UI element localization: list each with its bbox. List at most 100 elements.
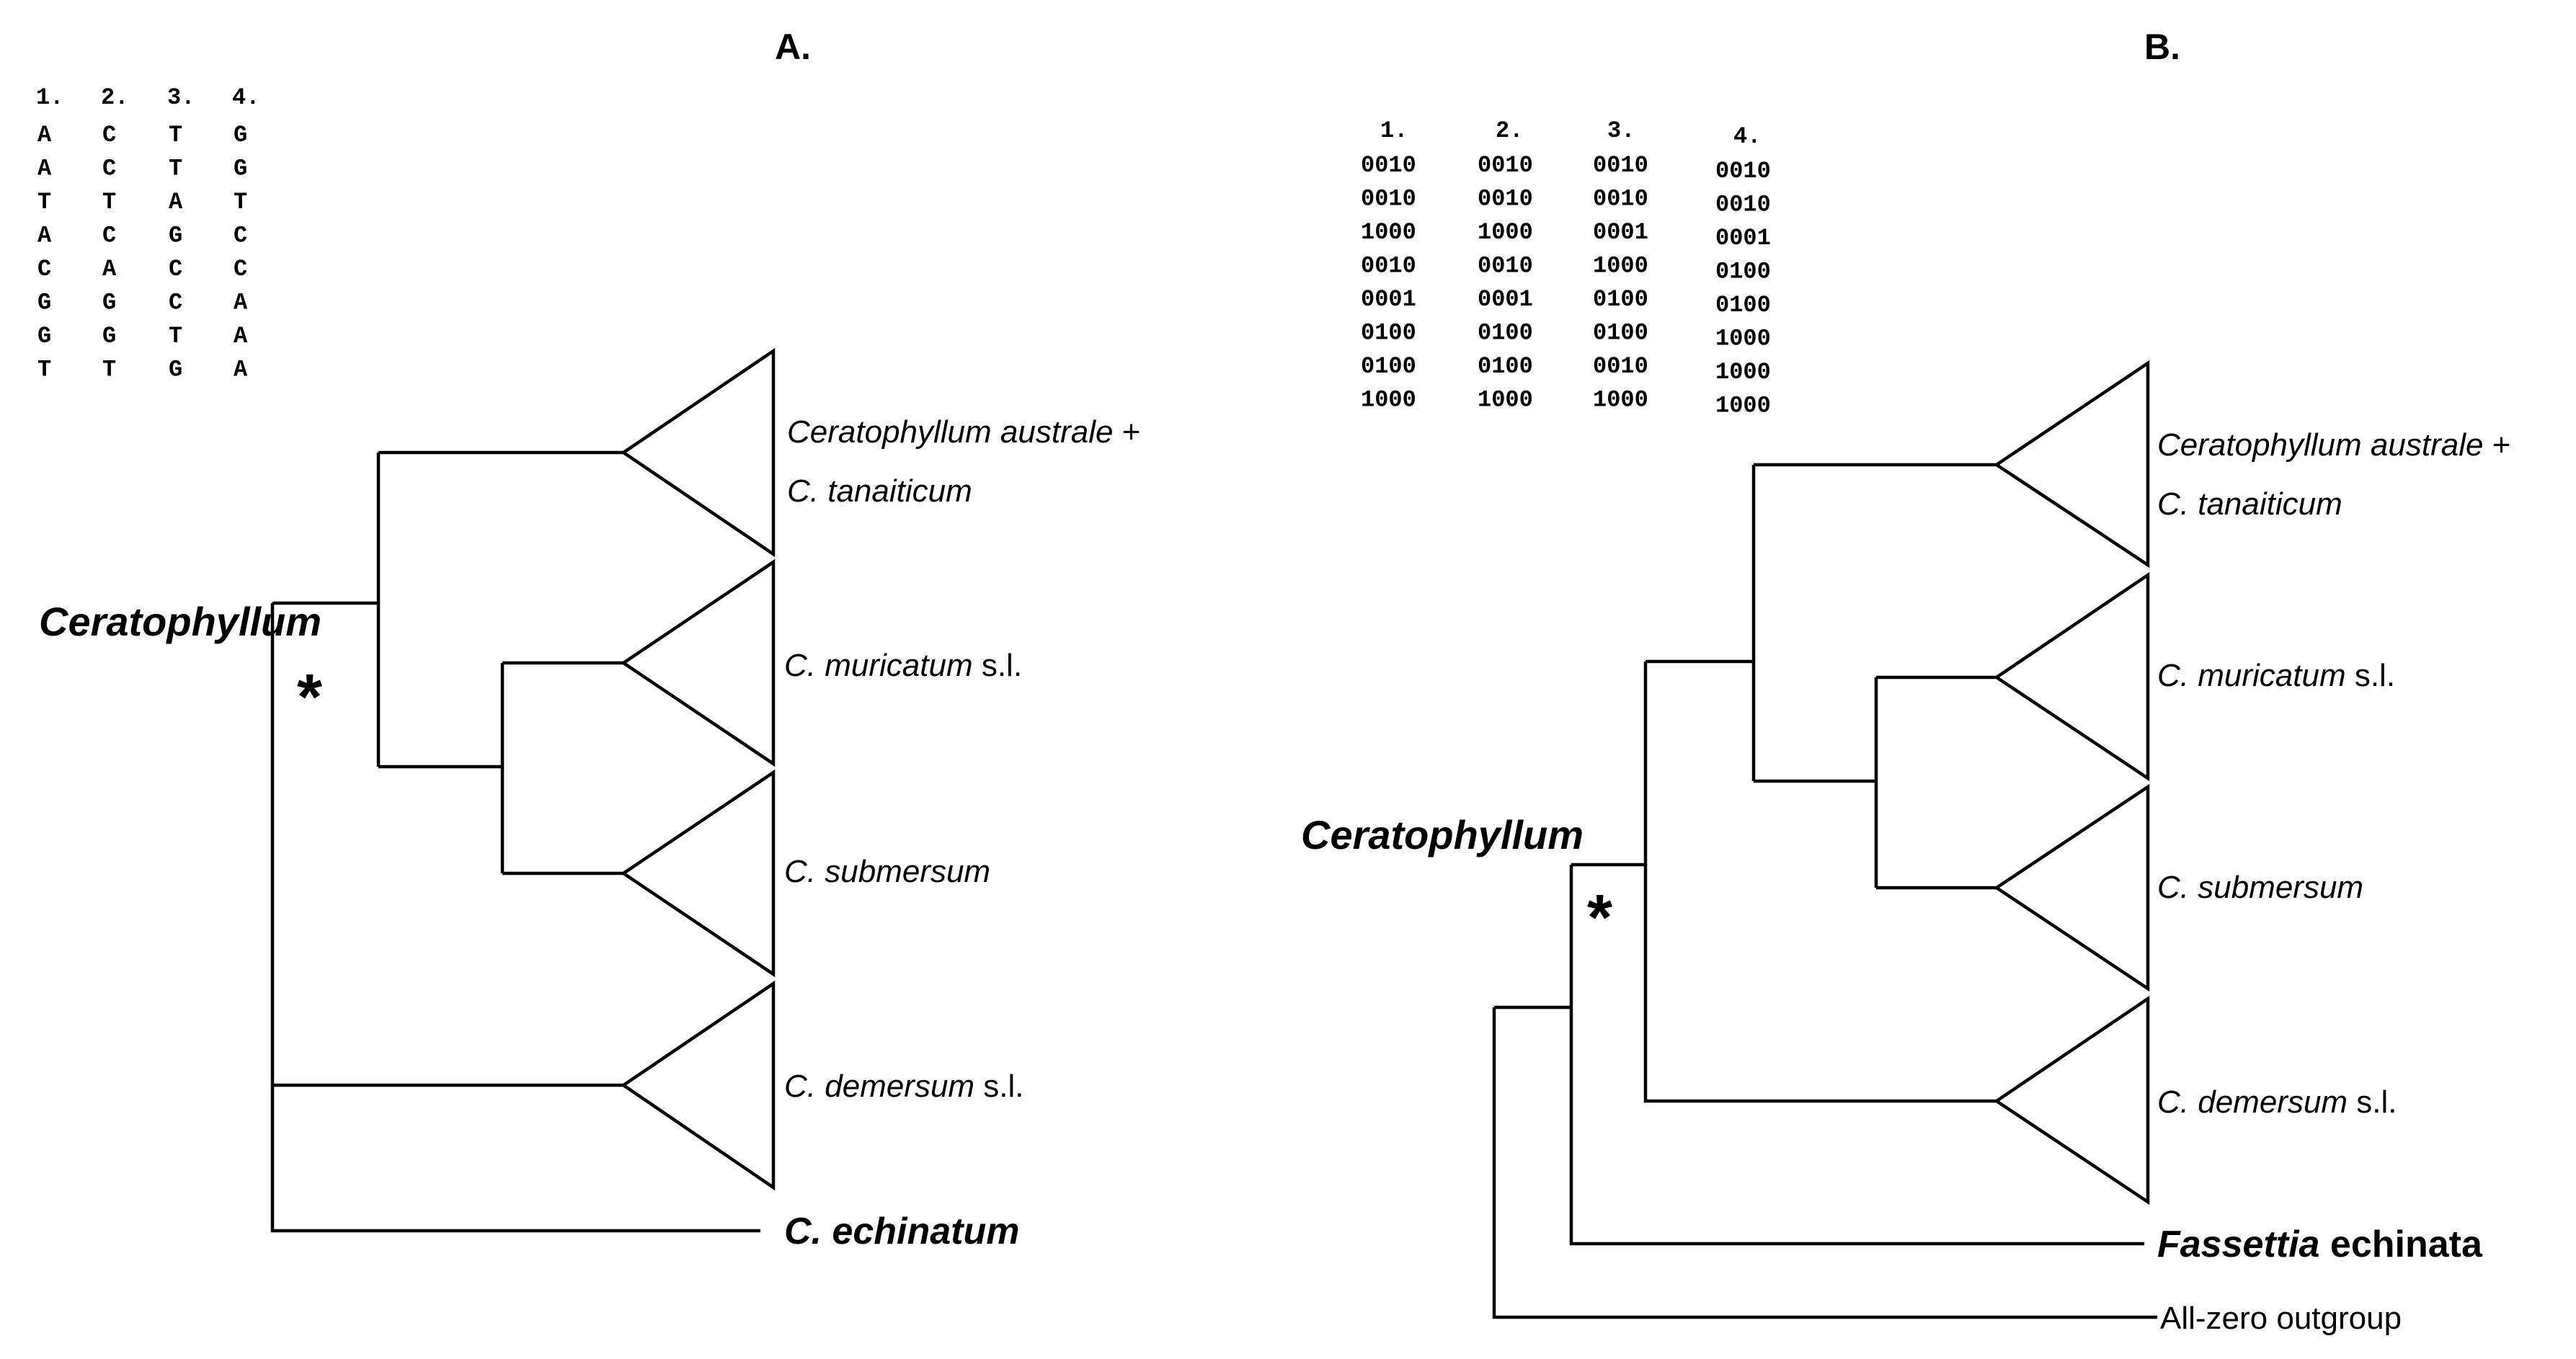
panel-b-matrix-cell: 0001 [1478,286,1533,313]
panel-a-matrix-cell: G [102,323,116,349]
panel-b-matrix-cell: 1000 [1593,387,1648,414]
panel-b-matrix-cell: 1000 [1715,393,1771,419]
panel-a-matrix-cell: A [234,290,248,316]
panel-a-clade-triangle [620,558,776,767]
panel-b-matrix-cell: 0100 [1478,353,1533,380]
panel-b-taxon-label: C. submersum [2157,870,2363,905]
panel-a-matrix-cell: C [102,156,116,182]
panel-a-support-asterisk: * [297,661,322,734]
panel-b-matrix-cell: 1000 [1478,219,1533,246]
panel-b-taxon-label: C. tanaiticum [2157,486,2342,522]
panel-a-clade-triangle [620,769,776,978]
panel-a-matrix-header: 1. [36,84,63,111]
panel-a-matrix-cell: T [37,357,51,383]
panel-b-matrix-header: 3. [1607,117,1635,144]
panel-b-matrix-cell: 0100 [1593,286,1648,313]
panel-b-matrix-cell: 0010 [1361,152,1416,179]
panel-b-taxon-label-fassettia: Fassettia echinata [2157,1224,2483,1265]
panel-b-matrix-header: 2. [1496,117,1523,144]
panel-a-matrix-cell: C [102,122,116,148]
panel-a-matrix-header: 2. [101,84,128,111]
panel-b-branch [1643,661,1997,1103]
panel-a-matrix-cell: A [102,256,117,282]
panel-a-matrix-cell: G [169,357,182,383]
panel-b-matrix-cell: 0010 [1593,186,1648,213]
panel-a-matrix-cell: T [234,189,247,215]
panel-a-taxon-label: C. muricatum s.l. [784,648,1022,683]
panel-b-matrix-cell: 0010 [1593,152,1648,179]
panel-a-label: A. [775,27,811,67]
panel-a-matrix-cell: G [169,223,182,249]
panel-b-matrix-rows: 0010 0010 0010 0010 0010 0010 0010 0010 1000 1000… [1361,152,1771,419]
panel-a-matrix-cell: C [234,223,247,249]
panel-a-matrix-cell: A [169,189,183,215]
panel-b-taxon-label: C. demersum s.l. [2157,1084,2397,1120]
panel-a-matrix-cell: T [37,189,51,215]
panel-a-matrix-cell: G [102,290,116,316]
panel-b-matrix-cell: 0010 [1715,192,1771,218]
panel-a-matrix-cell: T [102,189,116,215]
panel-a-matrix-cell: A [37,223,52,249]
panel-a-tree [270,347,776,1233]
panel-b-matrix-header: 1. [1380,117,1408,144]
panel-a-branch [270,603,760,1233]
panel-b-matrix-cell: 0010 [1478,253,1533,280]
panel-b-matrix-cell: 1000 [1361,219,1416,246]
panel-a-matrix-cell: G [37,290,51,316]
panel-a-taxon-label: C. demersum s.l. [784,1069,1024,1104]
panel-b-matrix-cell: 0100 [1715,259,1771,285]
panel-a-matrix-cell: G [234,156,247,182]
panel-a-matrix-cell: C [169,256,182,282]
panel-b-label: B. [2144,27,2180,67]
panel-b-genus-label: Ceratophyllum [1301,812,1584,857]
panel-b-matrix-cell: 1000 [1715,359,1771,386]
panel-b-matrix-cell: 0001 [1715,225,1771,251]
panel-b-clade-triangle [1993,783,2150,992]
panel-b-matrix-cell: 0100 [1715,292,1771,318]
panel-b-taxon-label: C. muricatum s.l. [2157,658,2395,693]
panel-b-matrix-cell: 0100 [1593,320,1648,347]
panel-a-clade-triangle [620,347,776,558]
panel-b-matrix-cell: 1000 [1478,387,1533,414]
panel-b-taxon-label: Ceratophyllum australe + [2157,427,2510,463]
panel-a-matrix-cell: A [234,323,248,349]
panel-a-matrix-cell: A [234,357,248,383]
panel-b-tree [1492,360,2157,1319]
panel-a-genus-label: Ceratophyllum [39,599,321,644]
panel-b-matrix-cell: 0010 [1478,186,1533,213]
panel-a-taxon-label: C. submersum [784,854,990,889]
panel-b-matrix-cell: 0100 [1361,320,1416,347]
panel-b-matrix-header: 4. [1733,123,1761,150]
panel-a-matrix-cell: G [37,323,51,349]
panel-b-matrix-cell: 0010 [1715,158,1771,184]
panel-b-branch [1492,1007,2157,1319]
panel-a-taxon-label: Ceratophyllum australe + [787,414,1140,450]
panel-b-matrix-cell: 0100 [1478,320,1533,347]
panel-a-matrix-cell: C [169,290,182,316]
panel-a-matrix-header: 3. [167,84,195,111]
panel-a-matrix-header: 4. [232,84,259,111]
panel-a-clade-triangle [620,980,776,1191]
panel-b-taxon-label-outgroup: All-zero outgroup [2160,1301,2402,1336]
panel-b-matrix-cell: 1000 [1715,326,1771,352]
panel-a-matrix-cell: C [234,256,247,282]
panel-a-matrix-cell: G [234,122,247,148]
panel-a-taxon-label: C. tanaiticum [787,473,972,509]
panel-a-matrix-cell: T [102,357,116,383]
panel-b-matrix-cell: 0010 [1478,152,1533,179]
panel-b-matrix-cell: 1000 [1361,387,1416,414]
panel-b-matrix-cell: 0001 [1593,219,1648,246]
panel-a-matrix-cell: A [37,156,52,182]
panel-b-clade-triangle [1993,995,2150,1206]
panel-b-matrix-cell: 0100 [1361,353,1416,380]
panel-a-taxon-label-echinatum: C. echinatum [784,1211,1020,1252]
panel-a-matrix-cell: A [37,122,52,148]
panel-b-branch [1569,865,2144,1246]
